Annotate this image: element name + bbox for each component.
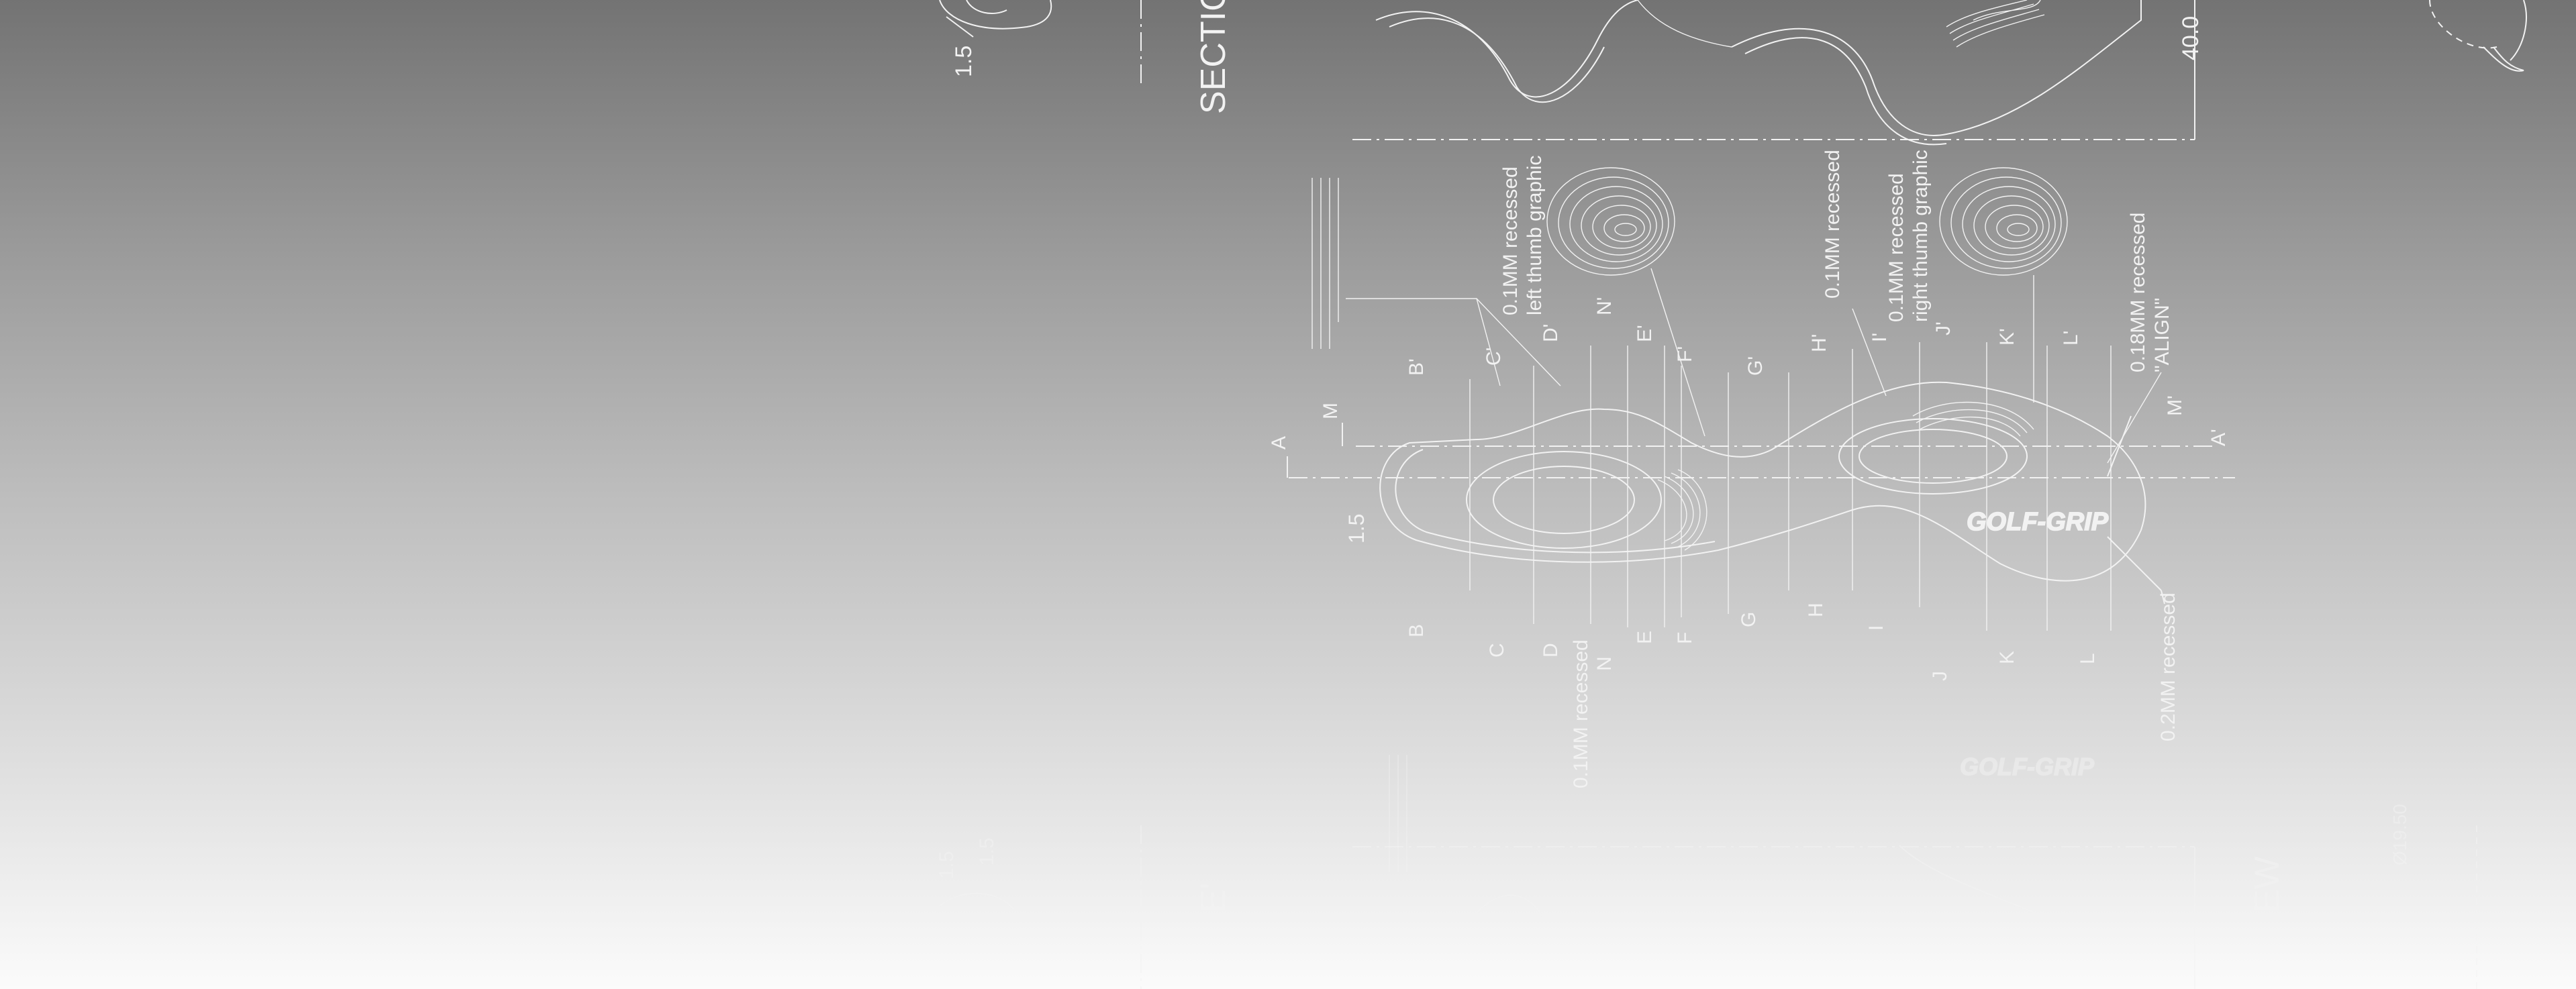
callout-top-recess-text: 0.1MM recessed	[1822, 150, 1844, 299]
callout-left-thumb: 0.1MM recessed left thumb graphic	[1499, 156, 1546, 315]
faded-reflection: GOLF-GRIP E' EW Ø19.50 1.5 1.5	[936, 752, 2477, 989]
marker-K: K	[1996, 651, 2018, 664]
dim-left: 1.5	[1344, 514, 1369, 543]
callout-right-thumb: 0.1MM recessed right thumb graphic	[1885, 150, 1932, 322]
callout-left-thumb-line1: 0.1MM recessed	[1499, 166, 1522, 315]
marker-B: B	[1405, 624, 1428, 637]
section-label-faded-1: E'	[1194, 882, 1233, 913]
section-markers-top: A M B' C' D' N' E' F' G' H' I' J' K' L' …	[1268, 297, 2230, 478]
marker-D-prime: D'	[1540, 324, 1562, 342]
section-cut-lines	[1469, 342, 2112, 631]
marker-E: E	[1634, 631, 1656, 644]
callout-bottom-recess: 0.1MM recessed	[1570, 639, 1592, 788]
marker-M-prime: M'	[2164, 395, 2186, 416]
marker-E-prime: E'	[1634, 325, 1656, 342]
section-markers-bottom: B C D N E F G H I J K L	[1405, 603, 2099, 681]
callout-right-thumb-line2: right thumb graphic	[1910, 150, 1932, 322]
grip-side-profile	[1375, 0, 2142, 146]
marker-H-prime: H'	[1808, 334, 1830, 352]
marker-A: A	[1268, 436, 1290, 450]
note-block	[1311, 178, 1339, 349]
callout-leaders	[1346, 268, 2162, 464]
marker-M: M	[1320, 403, 1342, 419]
right-thumb-fingerprint-icon	[1939, 167, 2068, 276]
callout-align-line2: "ALIGN"	[2151, 298, 2173, 372]
grip-top-view: GOLF-GRIP	[1289, 381, 2235, 605]
dim-top-small: 1.5	[951, 46, 977, 77]
note-block-faded	[1389, 755, 1407, 872]
logo-text-faded: GOLF-GRIP	[1960, 753, 2095, 780]
callout-align: 0.18MM recessed "ALIGN"	[2127, 213, 2173, 372]
callout-logo-recess-text: 0.2MM recessed	[2157, 592, 2179, 741]
top-left-detail: 1.5	[939, 0, 1052, 77]
marker-G: G	[1738, 612, 1760, 627]
marker-D: D	[1540, 643, 1562, 658]
callout-align-line1: 0.18MM recessed	[2127, 213, 2149, 372]
marker-J: J	[1929, 671, 1951, 681]
callout-logo-recess: 0.2MM recessed	[2157, 592, 2179, 741]
callout-top-recess: 0.1MM recessed	[1822, 150, 1844, 299]
left-thumb-fingerprint-icon	[1546, 167, 1675, 276]
dim-faded-small-1: 1.5	[936, 851, 958, 879]
marker-J-prime: J'	[1932, 321, 1954, 335]
marker-C: C	[1486, 643, 1508, 658]
marker-F-prime: F'	[1674, 346, 1696, 362]
callout-left-thumb-line2: left thumb graphic	[1524, 156, 1546, 315]
marker-N-prime: N'	[1593, 297, 1616, 315]
marker-K-prime: K'	[1996, 328, 2018, 346]
callout-right-thumb-line1: 0.1MM recessed	[1885, 173, 1908, 322]
section-label: SECTIC	[1194, 0, 1233, 114]
dim-faded-diameter: Ø19.50	[2389, 804, 2410, 866]
marker-I: I	[1865, 625, 1887, 631]
logo-text: GOLF-GRIP	[1967, 508, 2109, 536]
marker-I-prime: I'	[1869, 333, 1891, 342]
marker-L-prime: L'	[2060, 331, 2082, 346]
marker-N: N	[1593, 656, 1616, 671]
marker-A-prime: A'	[2208, 429, 2230, 446]
callout-bottom-recess-text: 0.1MM recessed	[1570, 639, 1592, 788]
marker-G-prime: G'	[1744, 356, 1767, 376]
top-right-detail	[2429, 0, 2527, 72]
section-label-faded-2: EW	[2248, 856, 2287, 913]
marker-H: H	[1805, 603, 1827, 617]
dim-height: 40.0	[2178, 16, 2203, 60]
marker-L: L	[2077, 653, 2099, 664]
marker-B-prime: B'	[1405, 358, 1428, 376]
marker-F: F	[1674, 632, 1696, 644]
dim-faded-small-2: 1.5	[976, 837, 998, 866]
